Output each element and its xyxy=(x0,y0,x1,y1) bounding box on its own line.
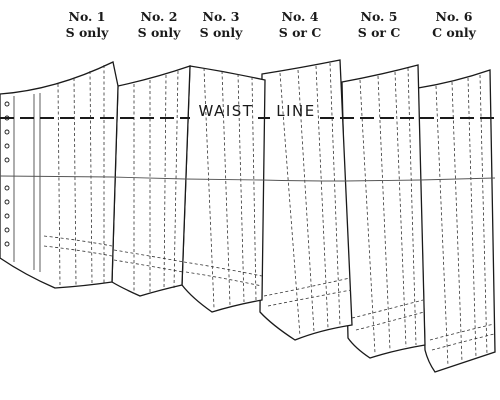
panel-5-use: S or C xyxy=(358,25,401,40)
panel-3-seam xyxy=(251,76,257,301)
panel-2-seam xyxy=(163,74,167,291)
panel-6 xyxy=(417,69,496,373)
panel-4-seam xyxy=(267,289,352,307)
eyelet-icon xyxy=(4,157,10,163)
panel-3-seam xyxy=(221,70,231,306)
panel-2-outline xyxy=(111,65,191,297)
panel-1 xyxy=(0,61,119,289)
panel-headers: No. 1 S only No. 2 S only No. 3 S only N… xyxy=(66,9,477,40)
panel-2-number: No. 2 xyxy=(141,9,178,24)
panel-6-outline xyxy=(417,69,496,373)
eyelet-icon xyxy=(4,227,10,233)
panel-1-number: No. 1 xyxy=(69,9,106,24)
panel-4-seam xyxy=(263,277,351,297)
panel-1-seam xyxy=(57,83,61,287)
hip-line xyxy=(0,175,496,182)
panel-5-seam xyxy=(407,67,417,346)
waist-line: WAIST LINE xyxy=(0,102,495,120)
panel-1-seam xyxy=(43,235,113,247)
panel-6-seam xyxy=(435,85,449,367)
eyelet-icon xyxy=(4,143,10,149)
panel-2-seam xyxy=(113,259,184,273)
panel-1-use: S only xyxy=(66,25,110,40)
panel-6-use: C only xyxy=(432,25,476,40)
panel-3-seam xyxy=(203,67,215,309)
panel-1-seam xyxy=(89,70,93,285)
line-label: LINE xyxy=(276,102,315,120)
panel-4 xyxy=(259,59,353,341)
eyelet-icon xyxy=(4,185,10,191)
panel-5-outline xyxy=(341,64,426,359)
panel-4-use: S or C xyxy=(279,25,322,40)
panel-3-seam xyxy=(185,271,263,287)
panel-4-outline xyxy=(259,59,353,341)
panel-5-seam xyxy=(351,299,424,319)
panel-3 xyxy=(181,65,266,313)
panel-6-number: No. 6 xyxy=(436,9,473,24)
panel-5-seam xyxy=(394,71,407,348)
eyelet-icon xyxy=(4,129,10,135)
eyelet-icon xyxy=(4,241,10,247)
panel-3-seam xyxy=(183,261,263,277)
panel-5-seam xyxy=(359,79,376,354)
panel-3-outline xyxy=(181,65,266,313)
panel-5-seam xyxy=(377,75,391,351)
panel-5-number: No. 5 xyxy=(361,9,398,24)
panel-6-seam xyxy=(431,333,495,351)
eyelet-icon xyxy=(4,213,10,219)
panel-6-seam xyxy=(479,74,488,356)
eyelet-icon xyxy=(4,101,10,107)
panel-6-seam xyxy=(429,323,495,341)
panel-3-use: S only xyxy=(200,25,244,40)
panel-3-number: No. 3 xyxy=(203,9,240,24)
panel-2-use: S only xyxy=(138,25,182,40)
panel-2-seam xyxy=(113,249,185,263)
waist-label: WAIST xyxy=(199,102,254,120)
eyelet-icon xyxy=(4,199,10,205)
panel-5 xyxy=(341,64,426,359)
panel-4-number: No. 4 xyxy=(282,9,319,24)
panel-6-seam xyxy=(451,81,463,363)
panel-6-seam xyxy=(467,77,477,359)
panel-1-seam xyxy=(73,77,77,286)
panel-2 xyxy=(111,65,191,297)
panel-5-seam xyxy=(355,311,425,331)
panel-1-seam xyxy=(43,245,113,257)
